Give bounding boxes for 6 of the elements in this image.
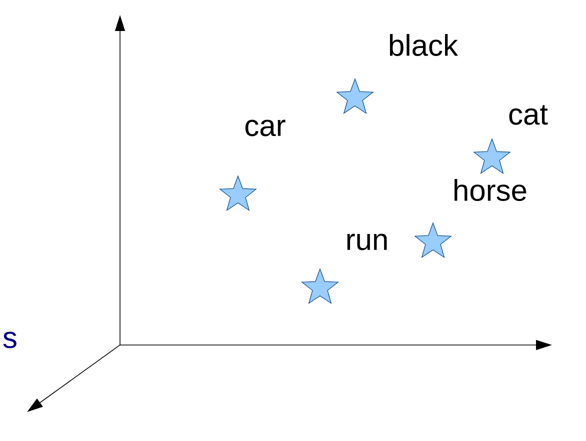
word-label: run <box>347 234 387 250</box>
word-label: black <box>390 34 458 56</box>
word-label: horse <box>454 178 526 201</box>
word-label: s <box>3 332 16 348</box>
word-label: car <box>245 120 286 136</box>
word-label: cat <box>509 105 548 125</box>
